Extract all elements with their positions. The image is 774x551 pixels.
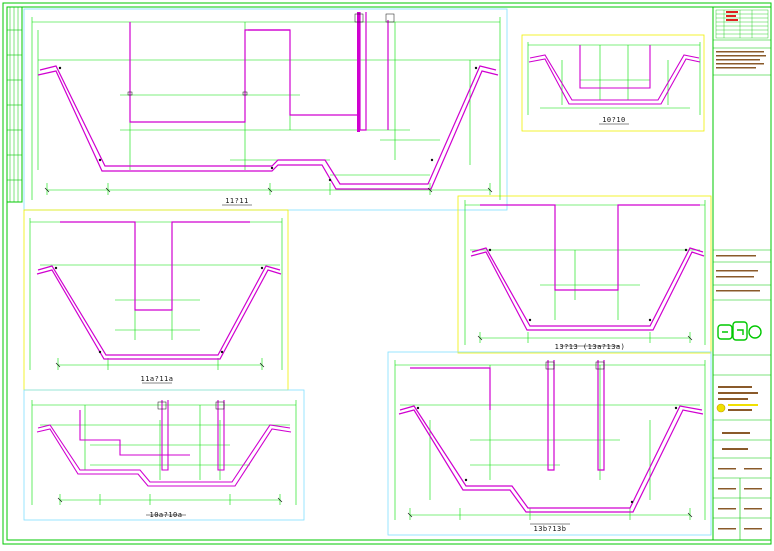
- approval-stamp-icon: [716, 403, 758, 413]
- title-block: [712, 6, 772, 541]
- section-13-13: 13?13 (13a?13a): [464, 200, 706, 351]
- dimension-ticks: [44, 187, 693, 518]
- section-label: 10?10: [602, 116, 626, 124]
- section-10-10: 10?10: [527, 42, 701, 125]
- section-label: 11?11: [225, 197, 249, 205]
- left-margin-ticks: [7, 29, 22, 181]
- section-10a-10a: 10a?10a: [31, 400, 297, 519]
- section-11-11: 11?11: [31, 12, 501, 206]
- section-label: 13?13 (13a?13a): [555, 343, 626, 351]
- section-label: 13b?13b: [533, 525, 566, 533]
- section-label: 10a?10a: [149, 511, 182, 519]
- section-13b-13b: 13b?13b: [394, 360, 706, 533]
- viewport-frames: [23, 8, 712, 536]
- section-label: 11a?11a: [140, 375, 173, 383]
- company-logo-icon: [717, 321, 762, 341]
- section-11a-11a: 11a?11a: [29, 218, 283, 384]
